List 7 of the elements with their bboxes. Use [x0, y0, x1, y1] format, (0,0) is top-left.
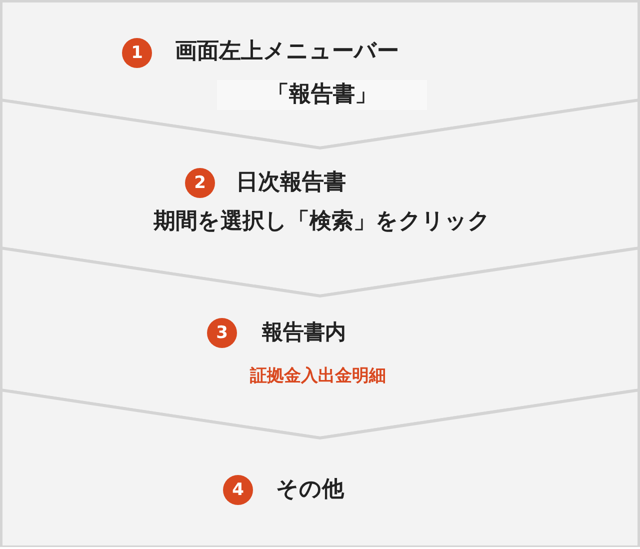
step-title: 日次報告書: [236, 172, 346, 194]
step-title: その他: [276, 479, 344, 501]
menu-label: 「報告書」: [217, 80, 427, 110]
step-instruction: 期間を選択し「検索」をクリック: [154, 211, 490, 233]
step-title: 画面左上メニューバー: [175, 41, 399, 63]
report-item-label: 証拠金入出金明細: [250, 368, 386, 385]
step-title: 報告書内: [262, 322, 346, 343]
